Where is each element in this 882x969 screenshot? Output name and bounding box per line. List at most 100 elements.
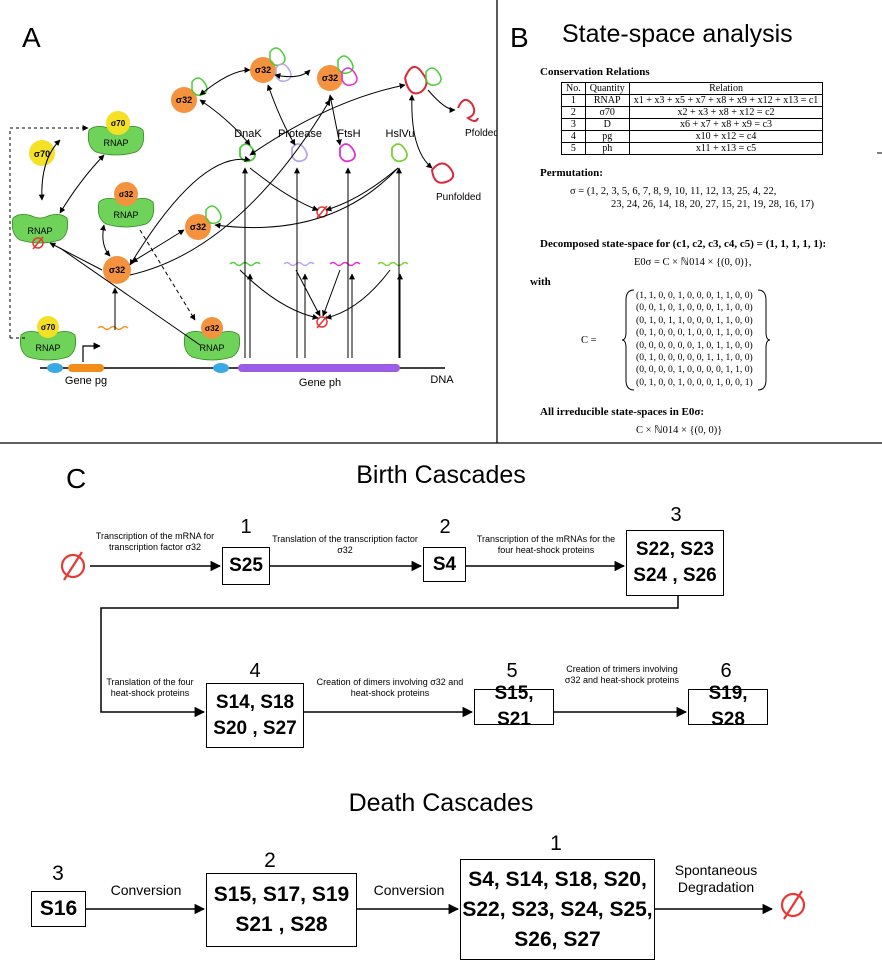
birth-step-6-number: 6 <box>720 660 732 682</box>
svg-text:σ70: σ70 <box>111 119 126 128</box>
svg-text:RNAP: RNAP <box>113 210 138 220</box>
birth-cascades-title: Birth Cascades <box>356 461 526 489</box>
gene-ph-bar <box>238 364 400 372</box>
svg-text:σ70: σ70 <box>41 323 56 332</box>
birth-box-3-line-2: S24 , S26 <box>633 565 717 586</box>
birth-box-6: S19, S28 <box>688 683 768 730</box>
birth-step-4-label: Translation of the four heat-shock prote… <box>106 677 194 698</box>
death-conversion-label-1: Conversion <box>110 882 182 898</box>
label-p-folded: Pfolded <box>465 128 497 139</box>
birth-box-5: S15, S21 <box>474 683 554 730</box>
table-row: 1 RNAP x1 + x3 + x5 + x7 + x8 + x9 + x12… <box>561 94 824 107</box>
birth-box-2-line-1: S4 <box>432 553 457 575</box>
rnap-sigma32-complex: RNAP <box>97 197 155 228</box>
birth-empty-set <box>60 551 86 581</box>
birth-box-3-line-1: S22, S23 <box>635 539 715 560</box>
svg-text:RNAP: RNAP <box>199 343 224 353</box>
death-box-1-line-2: S22, S23, S24, S25, <box>462 897 653 921</box>
death-box-1-line-1: S4, S14, S18, S20, <box>468 867 647 891</box>
matrix-row: (0, 0, 0, 0, 1, 0, 0, 0, 0, 1, 1, 0) <box>636 364 753 376</box>
svg-text:σ32: σ32 <box>190 222 206 232</box>
svg-text:σ32: σ32 <box>322 73 338 83</box>
svg-text:σ32: σ32 <box>109 265 125 275</box>
death-empty-set <box>780 890 806 920</box>
rnap-sigma70-complex: RNAP <box>87 126 145 156</box>
matrix-row: (0, 1, 0, 0, 0, 0, 0, 1, 1, 1, 0, 0) <box>636 352 753 364</box>
label-gene-ph: Gene ph <box>299 377 341 389</box>
birth-step-1-number: 1 <box>240 516 252 538</box>
birth-step-3-label: Transcription of the mRNAs for the four … <box>476 534 616 555</box>
svg-text:σ32: σ32 <box>119 190 134 199</box>
label-dna: DNA <box>430 374 454 386</box>
death-box-1-line-3: S26, S27 <box>514 927 601 951</box>
matrix-row: (0, 0, 1, 0, 1, 0, 0, 0, 1, 1, 0, 0) <box>636 302 753 314</box>
panel-b-letter: B <box>510 22 529 53</box>
sigma32-on-ph <box>201 317 223 339</box>
label-ftsh: FtsH <box>337 128 360 140</box>
label-gene-pg: Gene pg <box>65 375 107 387</box>
c-matrix-braces <box>622 289 771 391</box>
birth-box-5-line-1: S15, S21 <box>494 683 534 730</box>
cascade-arrows <box>60 551 806 920</box>
matrix-row: (0, 1, 0, 0, 1, 0, 0, 0, 1, 0, 0, 1) <box>636 376 753 388</box>
table-header: Quantity <box>584 82 630 95</box>
birth-step-6-label: Creation of trimers involving σ32 and he… <box>564 664 680 685</box>
with-label: with <box>530 276 551 288</box>
rnap-sigma32-on-ph: RNAP <box>183 330 241 361</box>
birth-box-2: S4 <box>423 547 466 582</box>
svg-text:RNAP: RNAP <box>27 226 52 236</box>
death-cascades-title: Death Cascades <box>348 789 534 817</box>
svg-text:σ32: σ32 <box>205 324 220 333</box>
table-header: No. <box>561 82 586 95</box>
birth-step-5-number: 5 <box>506 660 518 682</box>
label-hslvu: HslVu <box>386 128 415 140</box>
permutation-heading: Permutation: <box>540 167 603 179</box>
decomposed-equation: E0σ = C × ℕ014 × {(0, 0)}, <box>634 257 752 268</box>
degradation-empty-set-low <box>316 315 328 329</box>
label-protease: Protease <box>278 128 322 140</box>
panel-b-title: State-space analysis <box>562 20 793 48</box>
c-label: C = <box>581 335 597 346</box>
panel-c-letter: C <box>66 463 87 494</box>
svg-text:RNAP: RNAP <box>35 343 60 353</box>
rnap-sigma70-on-pg: RNAP <box>19 330 77 361</box>
label-dnak: DnaK <box>234 128 262 140</box>
promoter-pg <box>47 363 63 373</box>
permutation-line-2: 23, 24, 26, 14, 18, 20, 27, 15, 21, 19, … <box>611 199 814 210</box>
matrix-row: (0, 1, 0, 0, 0, 1, 0, 0, 1, 1, 0, 0) <box>636 327 753 339</box>
birth-box-4: S14, S18 S20 , S27 <box>206 683 304 748</box>
sigma70-on-pg <box>37 316 59 338</box>
panel-a-letter: A <box>22 22 41 53</box>
svg-text:RNAP: RNAP <box>103 138 128 148</box>
death-step-2-number: 2 <box>264 849 276 872</box>
death-step-3-number: 3 <box>52 862 64 885</box>
mrna-pg <box>97 325 129 331</box>
birth-box-4-line-2: S20 , S27 <box>213 717 297 739</box>
hslvu-protein <box>391 143 408 163</box>
degradation-empty-set-left <box>32 236 44 250</box>
birth-step-1-label: Transcription of the mRNA for transcript… <box>95 531 215 552</box>
death-final-label: Spontaneous Degradation <box>674 862 758 895</box>
svg-text:σ70: σ70 <box>34 149 50 159</box>
gene-pg-bar <box>68 364 104 372</box>
irreducible-equation: C × ℕ014 × {(0, 0)} <box>636 425 723 436</box>
table-row: 5 ph x11 + x13 = c5 <box>561 142 824 155</box>
matrix-row: (1, 1, 0, 0, 1, 0, 0, 0, 1, 1, 0, 0) <box>636 290 753 301</box>
promoter-ph <box>213 363 229 373</box>
conservation-heading: Conservation Relations <box>540 66 650 78</box>
birth-box-6-line-1: S19, S28 <box>708 683 748 730</box>
ftsh-protein <box>339 143 356 163</box>
birth-step-5-label: Creation of dimers involving σ32 and hea… <box>316 677 464 698</box>
free-rnap: RNAP <box>11 213 69 244</box>
birth-box-4-line-1: S14, S18 <box>215 691 295 713</box>
death-box-2-line-2: S21 , S28 <box>235 913 328 936</box>
birth-box-1: S25 <box>222 547 270 585</box>
decomposed-heading: Decomposed state-space for (c1, c2, c3, … <box>540 238 827 250</box>
c-matrix: (1, 1, 0, 0, 1, 0, 0, 0, 1, 1, 0, 0) (0,… <box>636 290 753 389</box>
protein-bound <box>404 66 428 95</box>
matrix-row: (0, 0, 0, 0, 0, 0, 1, 0, 1, 1, 0, 0) <box>636 339 753 351</box>
table-row: 2 σ70 x2 + x3 + x8 + x12 = c2 <box>561 106 824 119</box>
table-row: 4 pg x10 + x12 = c4 <box>561 130 824 143</box>
birth-step-3-number: 3 <box>670 504 682 526</box>
